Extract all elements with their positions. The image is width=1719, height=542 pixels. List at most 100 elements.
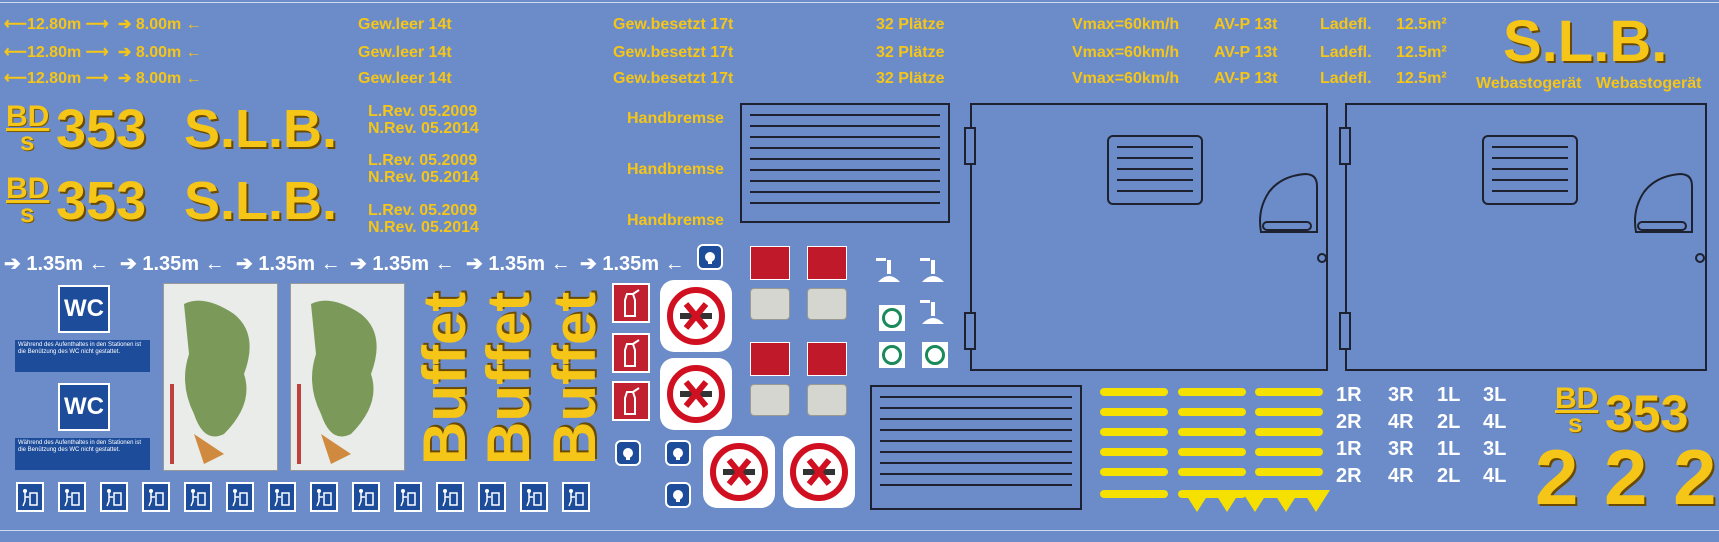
- route-map-image: [290, 283, 405, 471]
- no-smoking-icon: [703, 436, 775, 508]
- door-hinge: [1339, 312, 1351, 350]
- seat-label: 3L: [1483, 438, 1507, 460]
- waste-bin-icon: [436, 482, 464, 512]
- occupied-weight: Gew.besetzt 17t: [613, 70, 734, 87]
- ladefl-label: Ladefl.: [1320, 44, 1372, 61]
- axle-distance-value: 1.35m: [258, 253, 316, 275]
- seat-label: 4R: [1388, 465, 1414, 487]
- vent-grille-icon: [870, 385, 1082, 510]
- axle-distance: ➔ 1.35m ←: [120, 253, 225, 275]
- car-class-bottom: s: [20, 198, 35, 228]
- vent-slat: [1492, 146, 1568, 148]
- vent-slat: [750, 180, 940, 182]
- seat-label: 3R: [1388, 384, 1414, 406]
- lrev: L.Rev. 05.2009: [368, 202, 478, 219]
- fire-extinguisher-icon: [612, 381, 650, 421]
- seat-label: 1L: [1437, 384, 1461, 406]
- vent-slat: [1117, 190, 1193, 192]
- avp: AV-P 13t: [1214, 44, 1278, 61]
- door-hinge: [1339, 127, 1351, 165]
- hook-icon: [918, 256, 948, 286]
- wc-sign-icon: WC: [58, 383, 110, 431]
- yellow-stripe: [1178, 490, 1246, 498]
- nrev: N.Rev. 05.2014: [368, 169, 479, 186]
- yellow-stripe: [1100, 448, 1168, 456]
- slb-logo: S.L.B.: [184, 171, 338, 231]
- vent-slat: [1117, 157, 1193, 159]
- warning-triangle: [1302, 490, 1330, 512]
- buffet-lettering: Buffet: [475, 291, 542, 465]
- avp: AV-P 13t: [1214, 70, 1278, 87]
- vent-slat: [1492, 157, 1568, 159]
- info-label: [750, 246, 790, 280]
- slb-logo-large: S.L.B.: [1503, 9, 1668, 74]
- warning-triangle: [1183, 490, 1211, 512]
- yellow-stripe: [1255, 448, 1323, 456]
- slb-logo: S.L.B.: [184, 99, 338, 159]
- door-knob: [1695, 253, 1705, 263]
- handbrake-label: Handbremse: [627, 161, 724, 178]
- waste-bin-icon: [268, 482, 296, 512]
- seat-label: 1R: [1336, 438, 1362, 460]
- yellow-stripe: [1178, 468, 1246, 476]
- green-ring: [882, 345, 902, 365]
- car-class-bottom: s: [20, 126, 35, 156]
- vent-slat: [1492, 190, 1568, 192]
- vent-slat: [880, 451, 1072, 453]
- vent-slat: [1117, 168, 1193, 170]
- seat-label: 4R: [1388, 411, 1414, 433]
- vent-slat: [750, 114, 940, 116]
- vent-slat: [880, 418, 1072, 420]
- yellow-stripe: [1178, 428, 1246, 436]
- vent-slat: [750, 147, 940, 149]
- occupied-weight: Gew.besetzt 17t: [613, 44, 734, 61]
- waste-bin-icon: [394, 482, 422, 512]
- green-ring: [882, 308, 902, 328]
- lamp-icon: [615, 440, 641, 466]
- no-smoking-icon: [660, 280, 732, 352]
- info-label: [807, 342, 847, 376]
- yellow-stripe: [1178, 388, 1246, 396]
- axle-distance: ➔ 1.35m ←: [466, 253, 571, 275]
- yellow-stripe: [1255, 408, 1323, 416]
- waste-bin-icon: [226, 482, 254, 512]
- lamp-icon: [665, 440, 691, 466]
- nrev: N.Rev. 05.2014: [368, 219, 479, 236]
- no-smoking-icon: [783, 436, 855, 508]
- big-number-222: 2 2 2: [1535, 433, 1719, 521]
- yellow-stripe: [1255, 388, 1323, 396]
- speaker-grille: [807, 288, 847, 320]
- yellow-stripe: [1255, 428, 1323, 436]
- yellow-stripe: [1255, 468, 1323, 476]
- seat-label: 3R: [1388, 438, 1414, 460]
- buffet-lettering: Buffet: [541, 291, 608, 465]
- seat-count: 32 Plätze: [876, 16, 945, 33]
- dim-spacing-value: 8.00m: [135, 70, 182, 87]
- axle-distance-value: 1.35m: [372, 253, 430, 275]
- ladefl-value: 12.5m²: [1396, 44, 1447, 61]
- door-handle-icon: [1634, 172, 1693, 233]
- axle-distance-value: 1.35m: [142, 253, 200, 275]
- vent-slat: [1117, 179, 1193, 181]
- speaker-grille: [750, 384, 790, 416]
- vmax: Vmax=60km/h: [1072, 44, 1180, 61]
- axle-distance-value: 1.35m: [602, 253, 660, 275]
- info-label: [750, 342, 790, 376]
- speaker-grille: [807, 384, 847, 416]
- door-handle-icon: [1259, 172, 1318, 233]
- vent-slat: [880, 407, 1072, 409]
- empty-weight: Gew.leer 14t: [358, 70, 452, 87]
- door-knob: [1317, 253, 1327, 263]
- door-hinge: [964, 127, 976, 165]
- webasto-label-2: Webastogerät: [1596, 75, 1702, 92]
- dim-spacing-value: 8.00m: [135, 44, 182, 61]
- seat-label: 1L: [1437, 438, 1461, 460]
- yellow-stripe: [1100, 468, 1168, 476]
- hook-icon: [874, 256, 904, 286]
- vmax: Vmax=60km/h: [1072, 16, 1180, 33]
- green-ring-icon: [922, 342, 948, 368]
- dim-length: ⟵12.80m ⟶: [4, 70, 109, 87]
- car-class-top: BD: [6, 172, 50, 205]
- ladefl-value: 12.5m²: [1396, 16, 1447, 33]
- info-label: [807, 246, 847, 280]
